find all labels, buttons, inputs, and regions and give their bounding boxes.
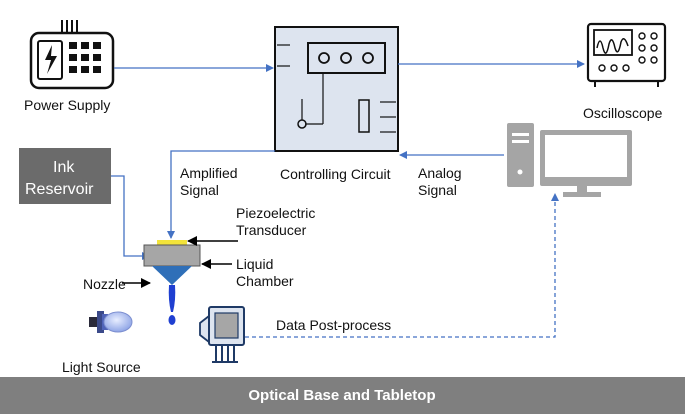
signal-connectors: [111, 60, 585, 338]
optical-base-bar: [0, 377, 685, 414]
amplified-signal-label-line2: Signal: [180, 182, 219, 198]
oscilloscope-icon: [586, 22, 667, 87]
led-light-icon: [89, 311, 133, 333]
piezo-label-line2: Transducer: [236, 222, 307, 238]
ink-reservoir-box: [19, 148, 111, 204]
analog-signal-label-line1: Analog: [418, 165, 462, 181]
nozzle-cone: [152, 266, 192, 285]
camera-icon: [199, 306, 245, 363]
controlling-circuit-label: Controlling Circuit: [280, 166, 391, 182]
power-supply-icon: [29, 20, 115, 90]
amplified-signal-label-line1: Amplified: [180, 165, 238, 181]
light-source-label: Light Source: [62, 359, 141, 375]
piezo-label-line1: Piezoelectric: [236, 205, 315, 221]
computer-icon: [507, 123, 632, 197]
nozzle-label: Nozzle: [83, 276, 126, 292]
ink-reservoir-label-line2: Reservoir: [25, 181, 94, 198]
power-supply-label: Power Supply: [24, 97, 110, 113]
ink-droplet: [168, 315, 176, 325]
data-post-process-arrow: [245, 193, 559, 338]
optical-base-label: Optical Base and Tabletop: [248, 387, 435, 404]
ink-supply-arrow: [111, 175, 150, 260]
ink-jet-stream: [168, 285, 176, 312]
controlling-circuit-box: [274, 26, 399, 152]
ink-reservoir-label-line1: Ink: [53, 159, 75, 176]
piezoelectric-transducer: [157, 240, 187, 245]
chamber-label-line1: Liquid: [236, 256, 273, 272]
piezo-printhead: [143, 240, 201, 325]
data-post-process-label: Data Post-process: [276, 317, 391, 333]
amplified-signal-arrow: [167, 150, 275, 239]
chamber-label-line2: Chamber: [236, 273, 294, 289]
analog-signal-label-line2: Signal: [418, 182, 457, 198]
liquid-chamber: [143, 244, 201, 267]
oscilloscope-label: Oscilloscope: [583, 105, 663, 121]
